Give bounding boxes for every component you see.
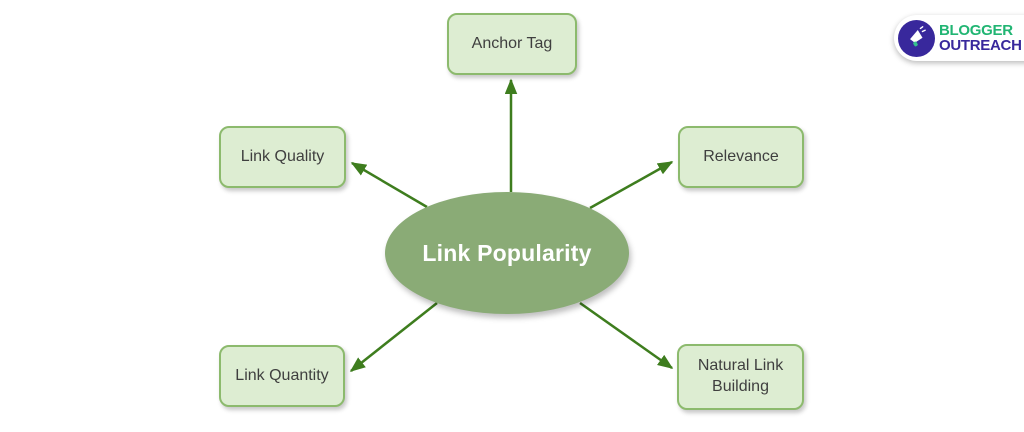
logo-line1: BLOGGER xyxy=(939,21,1013,39)
node-label: Anchor Tag xyxy=(471,34,553,52)
center-node-link-popularity: Link Popularity xyxy=(385,192,629,314)
node-link-quantity: Link Quantity xyxy=(219,345,345,407)
node-label: Natural Link Building xyxy=(697,357,784,395)
blogger-outreach-logo: BLOGGER OUTREACH xyxy=(894,15,1024,61)
center-node-label: Link Popularity xyxy=(422,239,592,266)
logo-text: BLOGGER OUTREACH xyxy=(939,21,1022,54)
edge-center-to-natural-link-building xyxy=(579,301,674,370)
node-relevance: Relevance xyxy=(678,126,804,188)
node-anchor-tag: Anchor Tag xyxy=(447,13,577,75)
node-label: Link Quality xyxy=(240,147,325,165)
node-link-quality: Link Quality xyxy=(219,126,346,188)
edge-center-to-link-quantity xyxy=(349,302,438,372)
node-label: Relevance xyxy=(703,147,779,165)
logo-line2: OUTREACH xyxy=(939,37,1022,54)
edge-center-to-link-quality xyxy=(350,161,428,209)
edge-center-to-relevance xyxy=(589,160,674,210)
node-label: Link Quantity xyxy=(235,366,329,384)
megaphone-icon xyxy=(898,19,935,57)
node-natural-link-building: Natural Link Building xyxy=(677,344,804,410)
